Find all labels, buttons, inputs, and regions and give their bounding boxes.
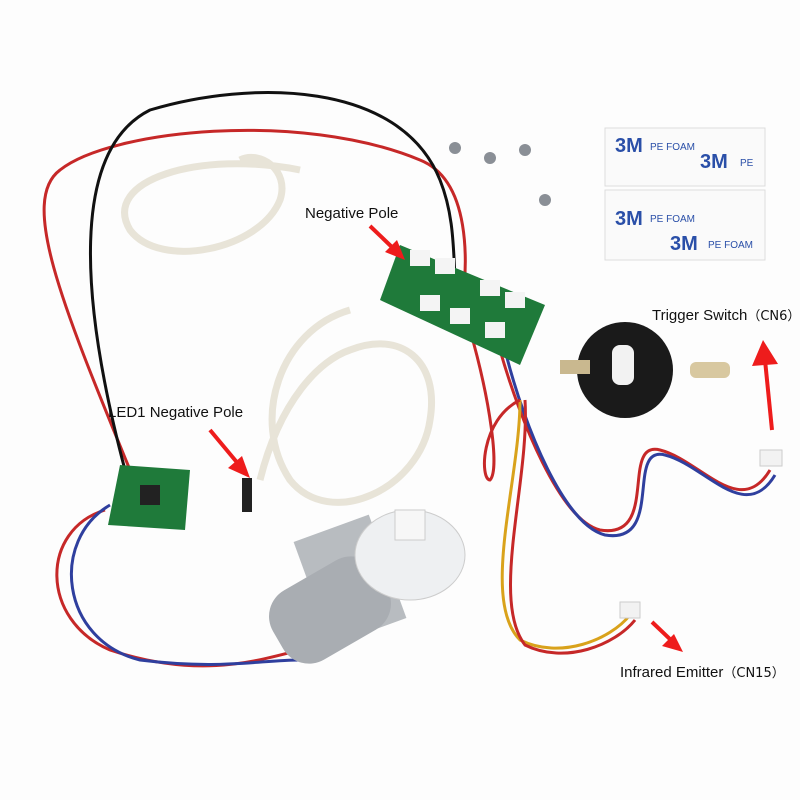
annotation-arrows — [208, 224, 778, 652]
silicone-tube — [121, 153, 435, 506]
infrared-emitter-label: Infrared Emitter（CN15） — [620, 662, 785, 681]
svg-text:3M: 3M — [615, 208, 643, 230]
infrared-emitter-text: Infrared Emitter — [620, 664, 724, 681]
svg-text:3M: 3M — [700, 151, 728, 173]
trigger-switch-text: Trigger Switch — [652, 307, 748, 324]
led-board — [108, 465, 190, 530]
negative-pole-label: Negative Pole — [305, 205, 399, 222]
svg-text:PE FOAM: PE FOAM — [708, 240, 753, 251]
cn15-connector — [619, 601, 641, 619]
trigger-switch-label: Trigger Switch（CN6） — [652, 305, 800, 324]
svg-text:PE: PE — [740, 158, 754, 169]
led1-negative-pole-label: LED1 Negative Pole — [108, 404, 244, 421]
svg-text:3M: 3M — [615, 135, 643, 157]
trigger-switch-module — [560, 322, 730, 418]
air-pump — [269, 509, 466, 664]
infrared-emitter-code: （CN15） — [723, 666, 785, 681]
svg-text:PE FOAM: PE FOAM — [650, 142, 695, 153]
foam-tape-pieces: 3M PE FOAM 3M PE 3M PE FOAM 3M PE FOAM — [604, 127, 766, 261]
cn6-connector — [759, 449, 783, 467]
led-pin-connector — [242, 478, 252, 512]
svg-text:PE FOAM: PE FOAM — [650, 214, 695, 225]
main-circuit-board — [380, 245, 545, 365]
wires — [42, 91, 777, 668]
trigger-switch-code: （CN6） — [747, 309, 800, 324]
screws — [449, 142, 551, 206]
svg-text:3M: 3M — [670, 233, 698, 255]
